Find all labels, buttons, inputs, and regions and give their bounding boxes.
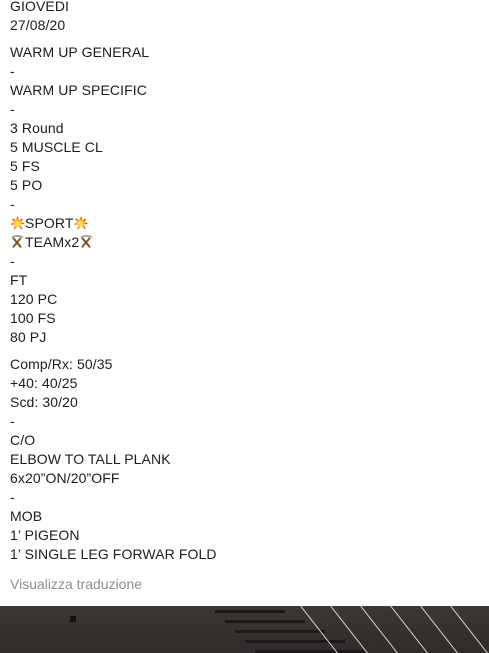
photo-stair xyxy=(245,640,345,643)
caption-line: 5 MUSCLE CL xyxy=(10,139,103,155)
photo-stair xyxy=(255,650,365,653)
caption-line: 5 FS xyxy=(10,158,40,174)
photo-stair xyxy=(235,630,325,633)
caption-line: 80 PJ xyxy=(10,329,47,345)
caption-line-sport: SPORT xyxy=(10,214,480,233)
photo-rail xyxy=(450,606,489,653)
post-photo[interactable] xyxy=(0,606,489,653)
sport-label: SPORT xyxy=(25,215,74,231)
caption-line: WARM UP GENERAL xyxy=(10,44,150,60)
photo-stair xyxy=(225,620,305,623)
caption-line: Comp/Rx: 50/35 xyxy=(10,356,113,372)
caption-line: 27/08/20 xyxy=(10,17,66,33)
caption-line: - xyxy=(10,63,15,79)
team-label: TEAMx2 xyxy=(25,234,80,250)
see-translation-link[interactable]: Visualizza traduzione xyxy=(10,576,143,592)
caption-line: 120 PC xyxy=(10,291,58,307)
caption-line: 3 Round xyxy=(10,120,64,136)
caption-line: ELBOW TO TALL PLANK xyxy=(10,451,171,467)
caption-line: GIOVEDI xyxy=(10,0,70,14)
caption-line: WARM UP SPECIFIC xyxy=(10,82,147,98)
caption-line: - xyxy=(10,413,15,429)
caption-line: - xyxy=(10,253,15,269)
caption-line: 100 FS xyxy=(10,310,56,326)
caption-line-team: TEAMx2 xyxy=(10,233,480,252)
hammer-and-pick-icon xyxy=(10,235,25,249)
collision-icon xyxy=(73,216,88,230)
caption-line: Scd: 30/20 xyxy=(10,394,78,410)
caption-line: - xyxy=(10,196,15,212)
caption-line: - xyxy=(10,101,15,117)
photo-detail xyxy=(70,616,76,622)
caption-line: MOB xyxy=(10,508,43,524)
caption-line: 5 PO xyxy=(10,177,43,193)
caption-line: 6x20”ON/20”OFF xyxy=(10,470,120,486)
caption-line: FT xyxy=(10,272,28,288)
post-caption: GIOVEDI 27/08/20 WARM UP GENERAL - WARM … xyxy=(10,0,480,564)
caption-line: C/O xyxy=(10,432,36,448)
hammer-and-pick-icon xyxy=(79,235,94,249)
caption-line: +40: 40/25 xyxy=(10,375,78,391)
collision-icon xyxy=(10,216,25,230)
photo-stair xyxy=(215,610,285,613)
caption-line: 1’ PIGEON xyxy=(10,527,80,543)
caption-line: 1’ SINGLE LEG FORWAR FOLD xyxy=(10,546,217,562)
caption-line: - xyxy=(10,489,15,505)
